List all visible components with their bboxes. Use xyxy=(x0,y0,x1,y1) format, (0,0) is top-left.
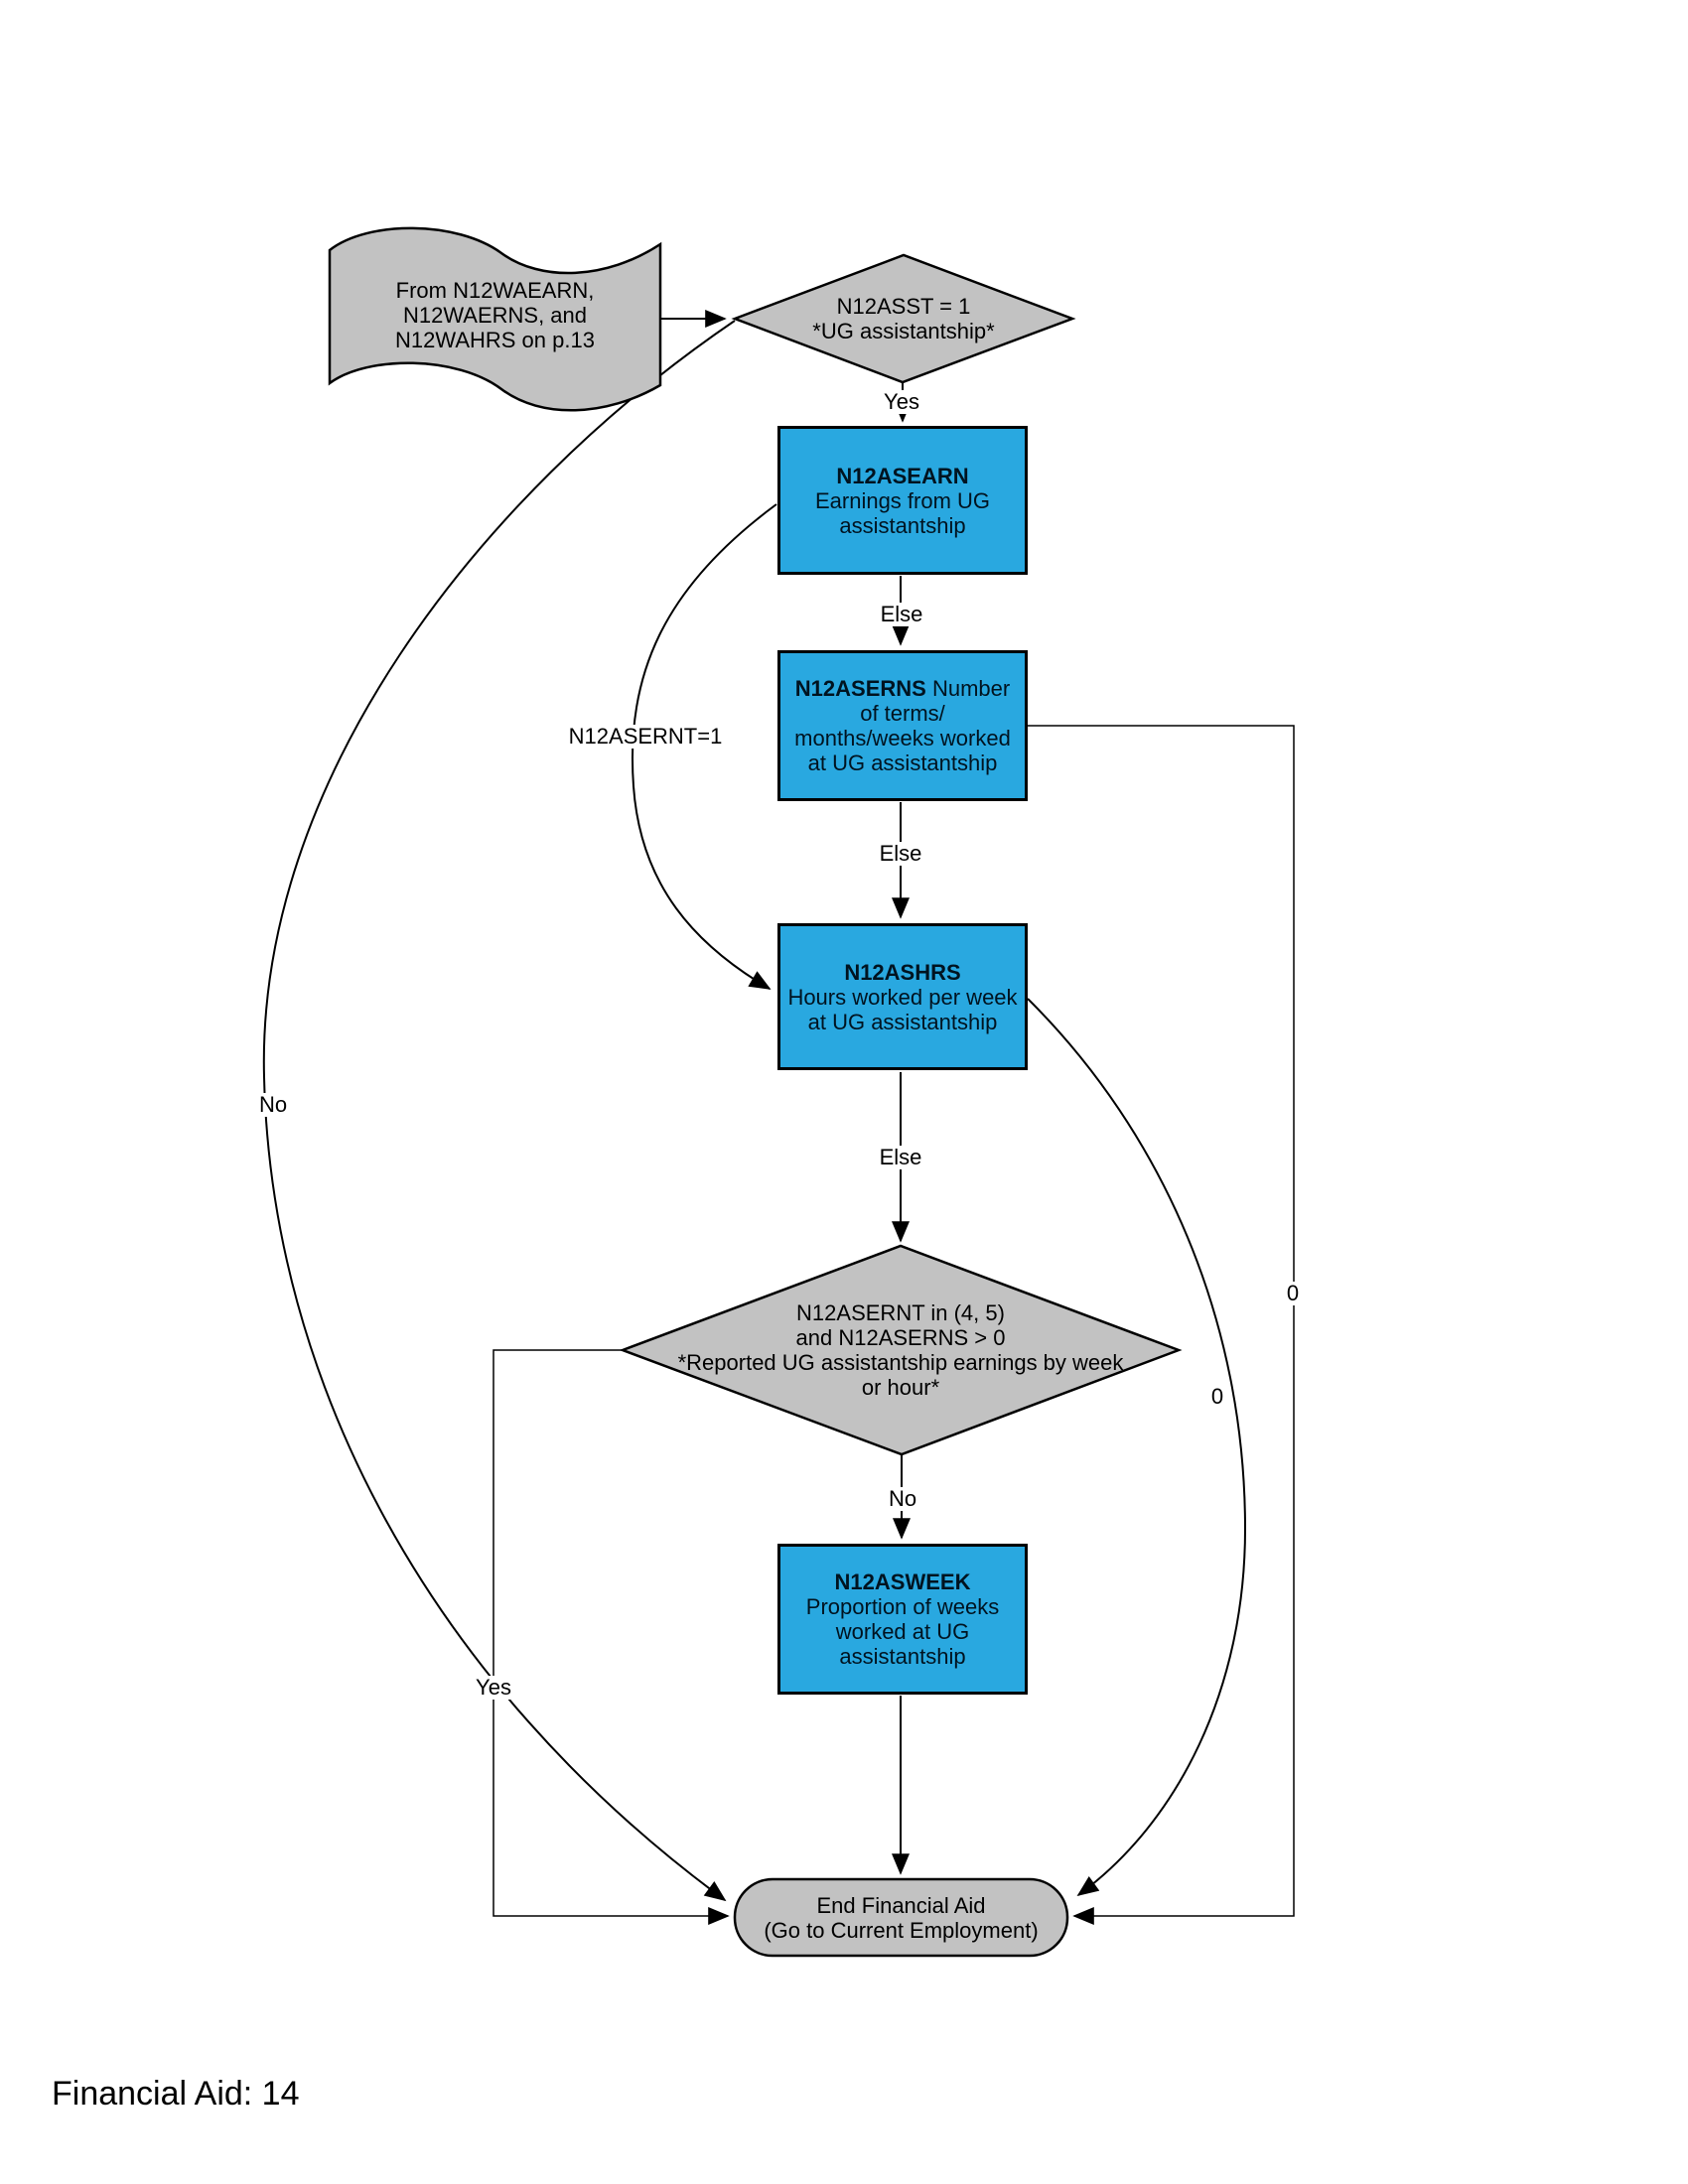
edge-label-no-left: No xyxy=(255,1093,291,1117)
variable-desc-line: of terms/ xyxy=(860,701,945,726)
variable-desc-line: Proportion of weeks xyxy=(805,1594,1000,1619)
edge-label-n12asernt-eq-1: N12ASERNT=1 xyxy=(565,725,726,749)
variable-title: N12ASHRS xyxy=(844,959,961,985)
edge-label-else-1: Else xyxy=(877,603,926,626)
edge-decision2-yes-route-to-end xyxy=(492,1349,730,1925)
edge-label-yes-left: Yes xyxy=(473,1676,514,1700)
edge-label-yes-top: Yes xyxy=(881,390,922,414)
variable-desc-line: at UG assistantship xyxy=(807,751,998,775)
variable-desc-line: worked at UG xyxy=(835,1619,970,1644)
edge-label-else-3: Else xyxy=(876,1146,925,1169)
variable-box-n12asearn: N12ASEARN Earnings from UG assistantship xyxy=(777,426,1028,575)
variable-title: N12ASWEEK xyxy=(834,1570,971,1594)
variable-desc-line: Hours worked per week xyxy=(787,984,1018,1010)
variable-desc-line: assistantship xyxy=(839,1644,966,1669)
variable-title: N12ASERNS xyxy=(794,676,926,701)
variable-box-n12asweek: N12ASWEEK Proportion of weeks worked at … xyxy=(777,1544,1028,1695)
variable-desc-inline: Number xyxy=(931,676,1011,701)
variable-title-line: N12ASERNS Number xyxy=(795,676,1010,701)
variable-desc-line: at UG assistantship xyxy=(807,1009,998,1034)
page-footer-section-number: Financial Aid: 14 xyxy=(52,2075,300,2113)
variable-desc-line: months/weeks worked xyxy=(794,726,1011,751)
variable-desc-line: Earnings from UG xyxy=(814,487,991,513)
end-terminator-shape xyxy=(733,1877,1069,1958)
edge-aserns-zero-route-to-end xyxy=(1028,725,1295,1925)
edge-decision1-no-curve-to-end xyxy=(262,320,736,1902)
variable-desc-line: assistantship xyxy=(839,512,966,538)
edge-label-zero-curve: 0 xyxy=(1207,1385,1227,1409)
edge-asearn-asernt1-curve-to-ashrs xyxy=(632,503,777,990)
offpage-flag-shape xyxy=(328,226,662,412)
decision2-diamond xyxy=(619,1244,1183,1456)
edge-label-zero-right: 0 xyxy=(1283,1282,1303,1305)
variable-box-n12aserns: N12ASERNS Number of terms/ months/weeks … xyxy=(777,650,1028,801)
edge-label-else-2: Else xyxy=(876,842,925,866)
variable-title: N12ASEARN xyxy=(836,463,969,488)
edge-label-no-mid: No xyxy=(885,1487,920,1511)
edge-ashrs-zero-curve-to-end xyxy=(1027,998,1247,1897)
decision1-diamond xyxy=(731,253,1076,384)
variable-box-n12ashrs: N12ASHRS Hours worked per week at UG ass… xyxy=(777,923,1028,1070)
